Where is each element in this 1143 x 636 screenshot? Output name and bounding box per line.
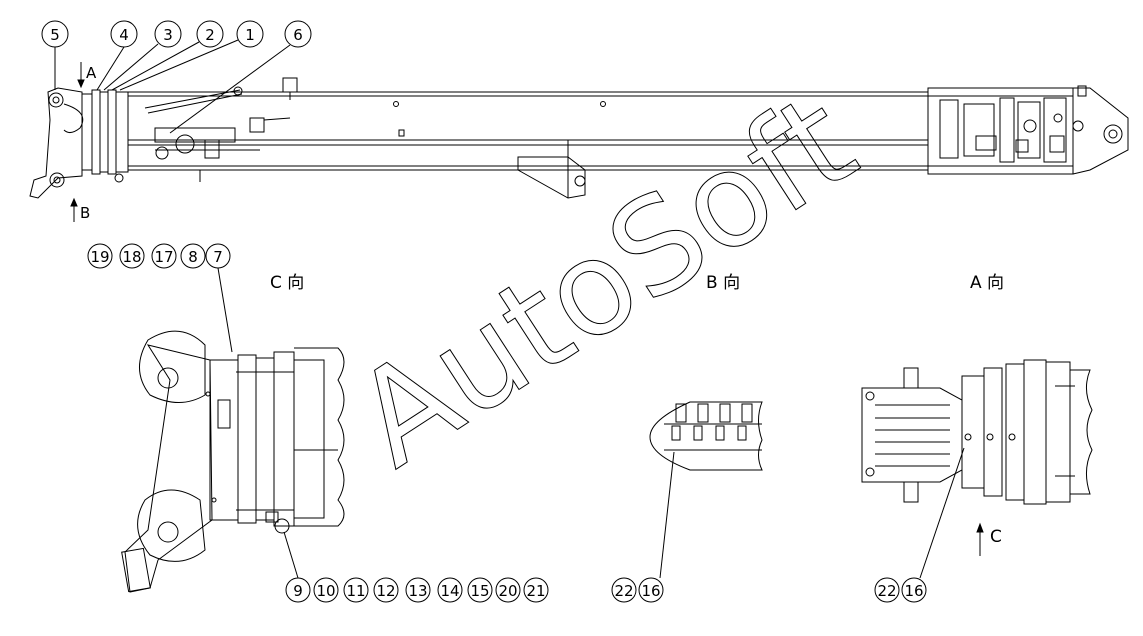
view-arrow-b bbox=[70, 197, 78, 222]
callout-20: 20 bbox=[498, 582, 517, 600]
view-a-callouts bbox=[874, 577, 927, 603]
view-arrow-b-label: B bbox=[80, 204, 90, 222]
view-a-drawing bbox=[861, 359, 1093, 579]
view-c-callout-bottom-labels: 9 10 11 12 13 14 15 20 21 bbox=[293, 582, 545, 600]
callout-15: 15 bbox=[470, 582, 489, 600]
callout-4: 4 bbox=[119, 26, 129, 44]
callout-17: 17 bbox=[154, 248, 173, 266]
view-arrow-c-label: C bbox=[990, 527, 1002, 547]
view-arrow-a bbox=[77, 62, 85, 89]
callout-16-b: 16 bbox=[641, 582, 660, 600]
view-c-drawing bbox=[121, 330, 345, 593]
view-b-callout-labels: 22 16 bbox=[614, 582, 660, 600]
callout-14: 14 bbox=[440, 582, 459, 600]
callout-5: 5 bbox=[50, 26, 60, 44]
top-callouts bbox=[41, 20, 312, 134]
view-arrow-c bbox=[976, 522, 984, 556]
view-b-drawing bbox=[649, 401, 763, 579]
callout-10: 10 bbox=[316, 582, 335, 600]
watermark: AutoSoft bbox=[329, 64, 880, 496]
callout-19: 19 bbox=[90, 248, 109, 266]
top-callout-labels: 5 4 3 2 1 6 bbox=[50, 26, 303, 44]
callout-11: 11 bbox=[346, 582, 365, 600]
callout-6: 6 bbox=[293, 26, 303, 44]
callout-1: 1 bbox=[245, 26, 255, 44]
view-c-callouts-bottom bbox=[283, 531, 549, 603]
view-arrow-a-label: A bbox=[86, 64, 97, 82]
view-b-title: B 向 bbox=[706, 273, 740, 293]
callout-9: 9 bbox=[293, 582, 303, 600]
callout-22-b: 22 bbox=[614, 582, 633, 600]
callout-21: 21 bbox=[526, 582, 545, 600]
callout-7: 7 bbox=[213, 248, 223, 266]
callout-16-a: 16 bbox=[904, 582, 923, 600]
view-c-callout-top-labels: 19 18 17 8 7 bbox=[90, 248, 222, 266]
view-a-title: A 向 bbox=[970, 273, 1004, 293]
view-a-callout-labels: 22 16 bbox=[877, 582, 923, 600]
callout-13: 13 bbox=[408, 582, 427, 600]
callout-2: 2 bbox=[205, 26, 215, 44]
view-c-title: C 向 bbox=[270, 273, 304, 293]
callout-18: 18 bbox=[122, 248, 141, 266]
callout-3: 3 bbox=[163, 26, 173, 44]
view-c-callouts-top bbox=[87, 243, 233, 353]
callout-8: 8 bbox=[188, 248, 198, 266]
main-boom bbox=[29, 77, 1129, 199]
view-b-callouts bbox=[611, 577, 664, 603]
callout-12: 12 bbox=[376, 582, 395, 600]
callout-22-a: 22 bbox=[877, 582, 896, 600]
